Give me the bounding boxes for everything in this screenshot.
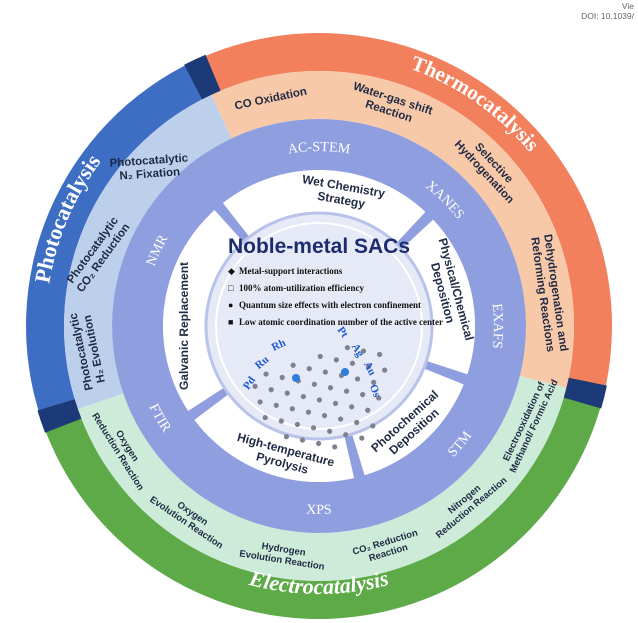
lattice-atom bbox=[349, 404, 355, 410]
lattice-atom bbox=[327, 428, 333, 434]
method-separator bbox=[422, 360, 470, 386]
lattice-atom bbox=[290, 362, 296, 368]
lattice-atom bbox=[360, 391, 366, 398]
center-bullet-3: Low atomic coordination number of the ac… bbox=[239, 317, 443, 327]
center-bullet-1: 100% atom-utilization efficiency bbox=[239, 283, 364, 293]
category-separator bbox=[563, 377, 607, 409]
lattice-atom bbox=[316, 440, 322, 447]
center-inner-rim bbox=[215, 222, 423, 430]
lattice-atom bbox=[278, 418, 284, 424]
lattice-atom bbox=[306, 366, 312, 372]
lattice-atom bbox=[317, 353, 323, 360]
single-atom-site bbox=[341, 368, 349, 376]
metal-label-rh: Rh bbox=[270, 337, 288, 354]
photocatalysis-sector bbox=[25, 60, 212, 422]
thermocatalysis-sector bbox=[195, 32, 612, 397]
lattice-atom bbox=[268, 387, 274, 393]
lattice-atom bbox=[371, 379, 377, 385]
method-separator bbox=[186, 386, 230, 422]
bullet-marker: ◆ bbox=[228, 266, 235, 276]
technique-xps-path: XPS bbox=[306, 503, 332, 518]
center-bullet-2: Quantum size effects with electron confi… bbox=[239, 300, 421, 310]
photo-app-2-line: Photocatalytic bbox=[109, 152, 189, 169]
lattice-atom bbox=[300, 393, 306, 400]
method-separator bbox=[213, 201, 251, 243]
method-4-line: Galvanic Replacement bbox=[177, 262, 191, 390]
photo-app-2-line: N₂ Fixation bbox=[119, 166, 180, 182]
lattice-atom bbox=[311, 381, 317, 387]
bullet-marker: □ bbox=[228, 283, 234, 293]
lattice-atom bbox=[343, 388, 350, 394]
lattice-atom bbox=[263, 371, 269, 377]
doi-text: DOI: 10.1039/ bbox=[581, 11, 634, 21]
technique-exafs: EXAFS bbox=[489, 303, 505, 350]
view-link[interactable]: Vie bbox=[621, 1, 634, 11]
lattice-atom bbox=[316, 397, 323, 403]
lattice-atom bbox=[332, 400, 339, 406]
lattice-atom bbox=[294, 421, 301, 428]
lattice-atom bbox=[305, 409, 312, 415]
lattice-atom bbox=[338, 416, 344, 422]
lattice-atom bbox=[284, 390, 290, 396]
lattice-atom bbox=[279, 374, 285, 381]
thermocatalysis-apps-band bbox=[211, 70, 575, 388]
technique-ac-stem: AC-STEM bbox=[287, 140, 352, 158]
lattice-atom bbox=[370, 423, 376, 429]
technique-ac-stem-path: AC-STEM bbox=[287, 140, 352, 158]
electrocatalysis-sector bbox=[41, 387, 604, 620]
lattice-atom bbox=[310, 425, 317, 431]
bullet-marker: ■ bbox=[228, 317, 233, 327]
lattice-atom bbox=[252, 383, 258, 389]
lattice-atom bbox=[262, 414, 268, 421]
technique-xps: XPS bbox=[306, 503, 332, 518]
lattice-atom bbox=[365, 364, 372, 370]
doi-header: Vie DOI: 10.1039/ bbox=[581, 1, 634, 21]
lattice-atom bbox=[382, 367, 388, 373]
method-separator bbox=[395, 210, 435, 250]
lattice-atom bbox=[332, 444, 338, 450]
metal-label-os: Os bbox=[367, 383, 383, 400]
lattice-atom bbox=[349, 360, 356, 366]
lattice-atom bbox=[333, 357, 339, 363]
lattice-atom bbox=[322, 369, 328, 375]
lattice-atom bbox=[344, 345, 350, 351]
lattice-atom bbox=[354, 376, 361, 382]
lattice-atom bbox=[365, 407, 371, 413]
lattice-atom bbox=[327, 385, 334, 391]
lattice-atom bbox=[321, 413, 328, 419]
lattice-atom bbox=[299, 437, 306, 443]
technique-exafs-path: EXAFS bbox=[489, 303, 505, 350]
center-bullet-0: Metal-support interactions bbox=[239, 266, 343, 276]
bullet-marker: ● bbox=[228, 300, 233, 310]
method-separator bbox=[344, 433, 366, 480]
lattice-atom bbox=[376, 395, 382, 401]
rings-layer bbox=[25, 32, 612, 620]
lattice-atom bbox=[289, 406, 295, 412]
photocatalysis-apps-band bbox=[63, 94, 232, 410]
single-atom-site bbox=[292, 374, 300, 382]
category-separator bbox=[184, 54, 221, 100]
electrocatalysis-apps-band bbox=[77, 376, 567, 582]
lattice-atom bbox=[360, 348, 367, 354]
lattice-atom bbox=[376, 351, 383, 358]
lattice-atom bbox=[283, 434, 290, 440]
lattice-atom bbox=[257, 399, 263, 405]
metal-label-au: Au bbox=[361, 360, 378, 378]
lattice-atom bbox=[354, 419, 360, 426]
lattice-atom bbox=[359, 435, 365, 441]
center-title: Noble-metal SACs bbox=[228, 235, 410, 258]
graphene-lattice bbox=[252, 345, 388, 450]
method-4: Galvanic Replacement bbox=[177, 262, 191, 390]
lattice-atom bbox=[273, 402, 279, 408]
lattice-atom bbox=[343, 432, 349, 438]
category-separator bbox=[37, 399, 82, 433]
